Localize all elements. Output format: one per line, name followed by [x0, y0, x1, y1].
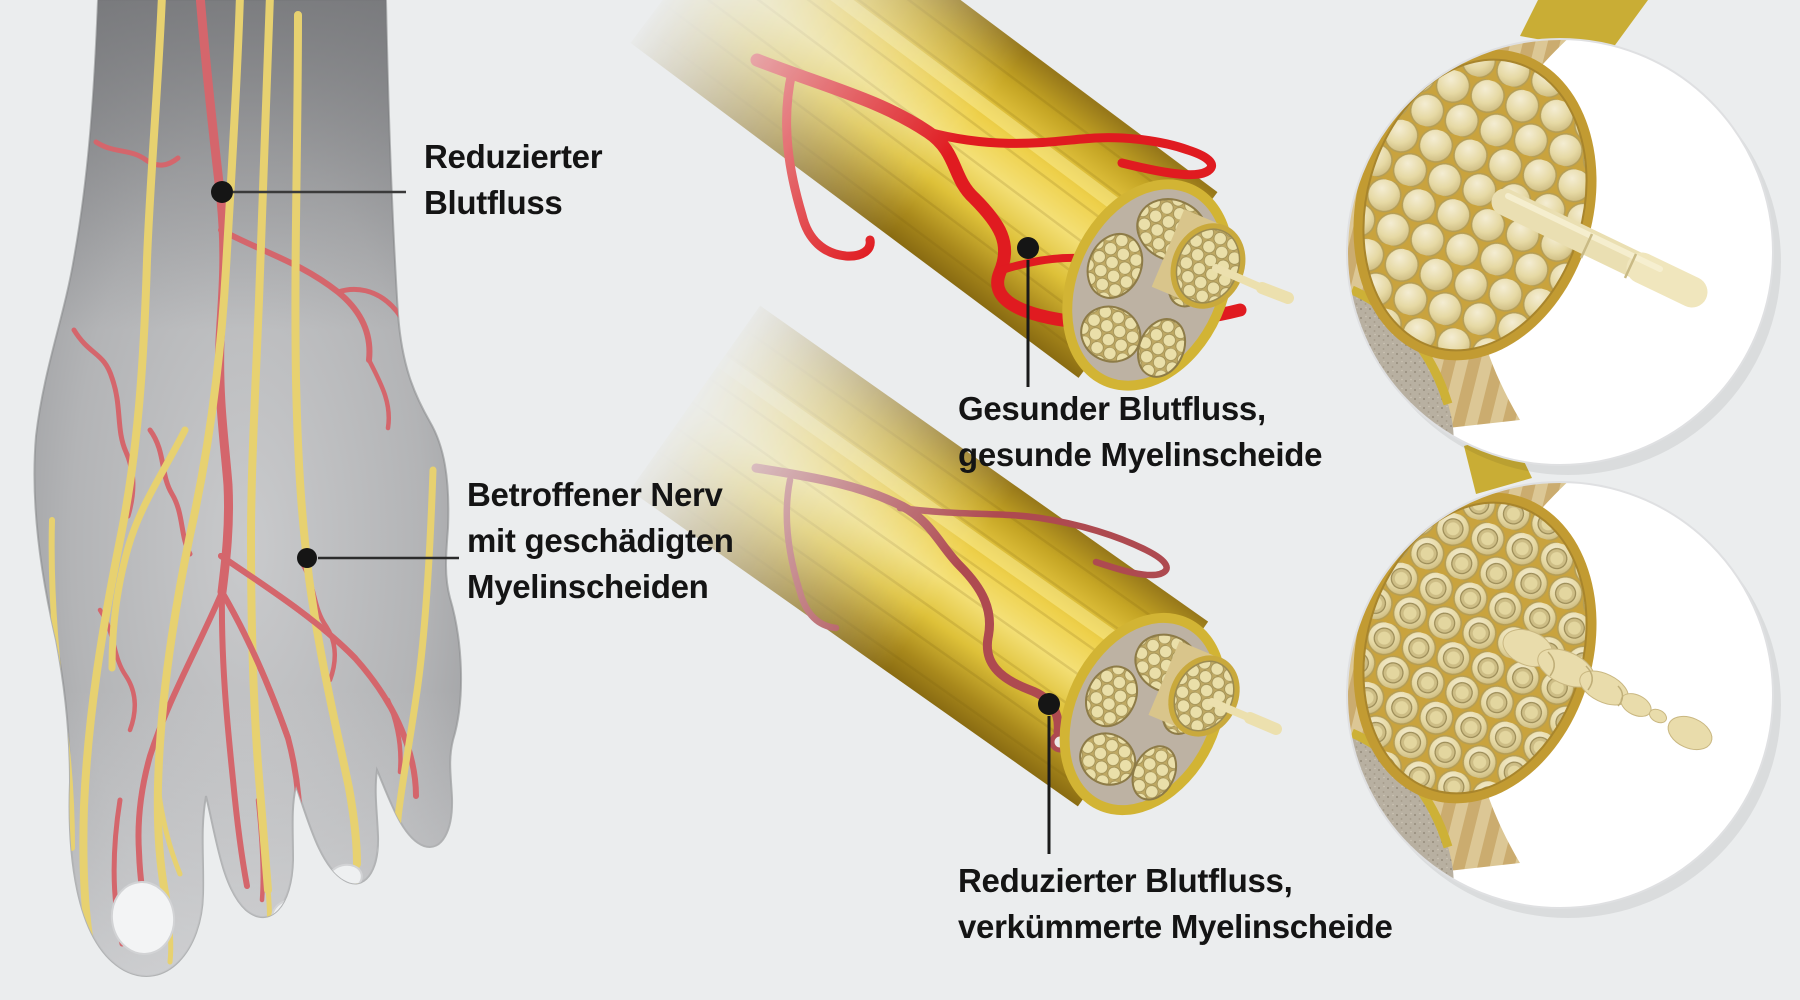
foot-nerves: [48, 0, 437, 976]
healthy-axon-rod: [1491, 188, 1708, 308]
foot-arteries-over: [218, 553, 358, 741]
label-line: Gesunder Blutfluss,: [958, 390, 1266, 427]
healthy-protruding-fascicle: [1151, 209, 1294, 309]
healthy-closeup-circle: [1346, 38, 1781, 475]
foot-illustration: [33, 0, 463, 977]
damaged-protruding-fascicle: [1148, 641, 1282, 737]
label-line: Reduzierter: [424, 138, 603, 175]
leader-lines: [211, 181, 1060, 854]
label-reduced-blood-flow-foot: Reduzierter Blutfluss: [424, 134, 603, 226]
label-line: gesunde Myelinscheide: [958, 436, 1323, 473]
label-line: Blutfluss: [424, 184, 563, 221]
label-line: Reduzierter Blutfluss,: [958, 862, 1293, 899]
label-healthy-bundle: Gesunder Blutfluss, gesunde Myelinscheid…: [958, 386, 1322, 478]
label-damaged-bundle: Reduzierter Blutfluss, verkümmerte Myeli…: [958, 858, 1393, 950]
label-line: Myelinscheiden: [467, 568, 709, 605]
reduced-blood-vessel: [751, 463, 1170, 737]
label-line: mit geschädigten: [467, 522, 734, 559]
damaged-axon-rod: [1502, 628, 1713, 751]
damaged-nerve-bundle: [629, 305, 1282, 816]
healthy-nerve-bundle: [630, 0, 1294, 391]
label-line: Betroffener Nerv: [467, 476, 723, 513]
damaged-closeup-circle: [1346, 481, 1781, 918]
label-affected-nerve: Betroffener Nerv mit geschädigten Myelin…: [467, 472, 734, 610]
damaged-fascicle-face: [1353, 492, 1597, 804]
label-line: verkümmerte Myelinscheide: [958, 908, 1393, 945]
